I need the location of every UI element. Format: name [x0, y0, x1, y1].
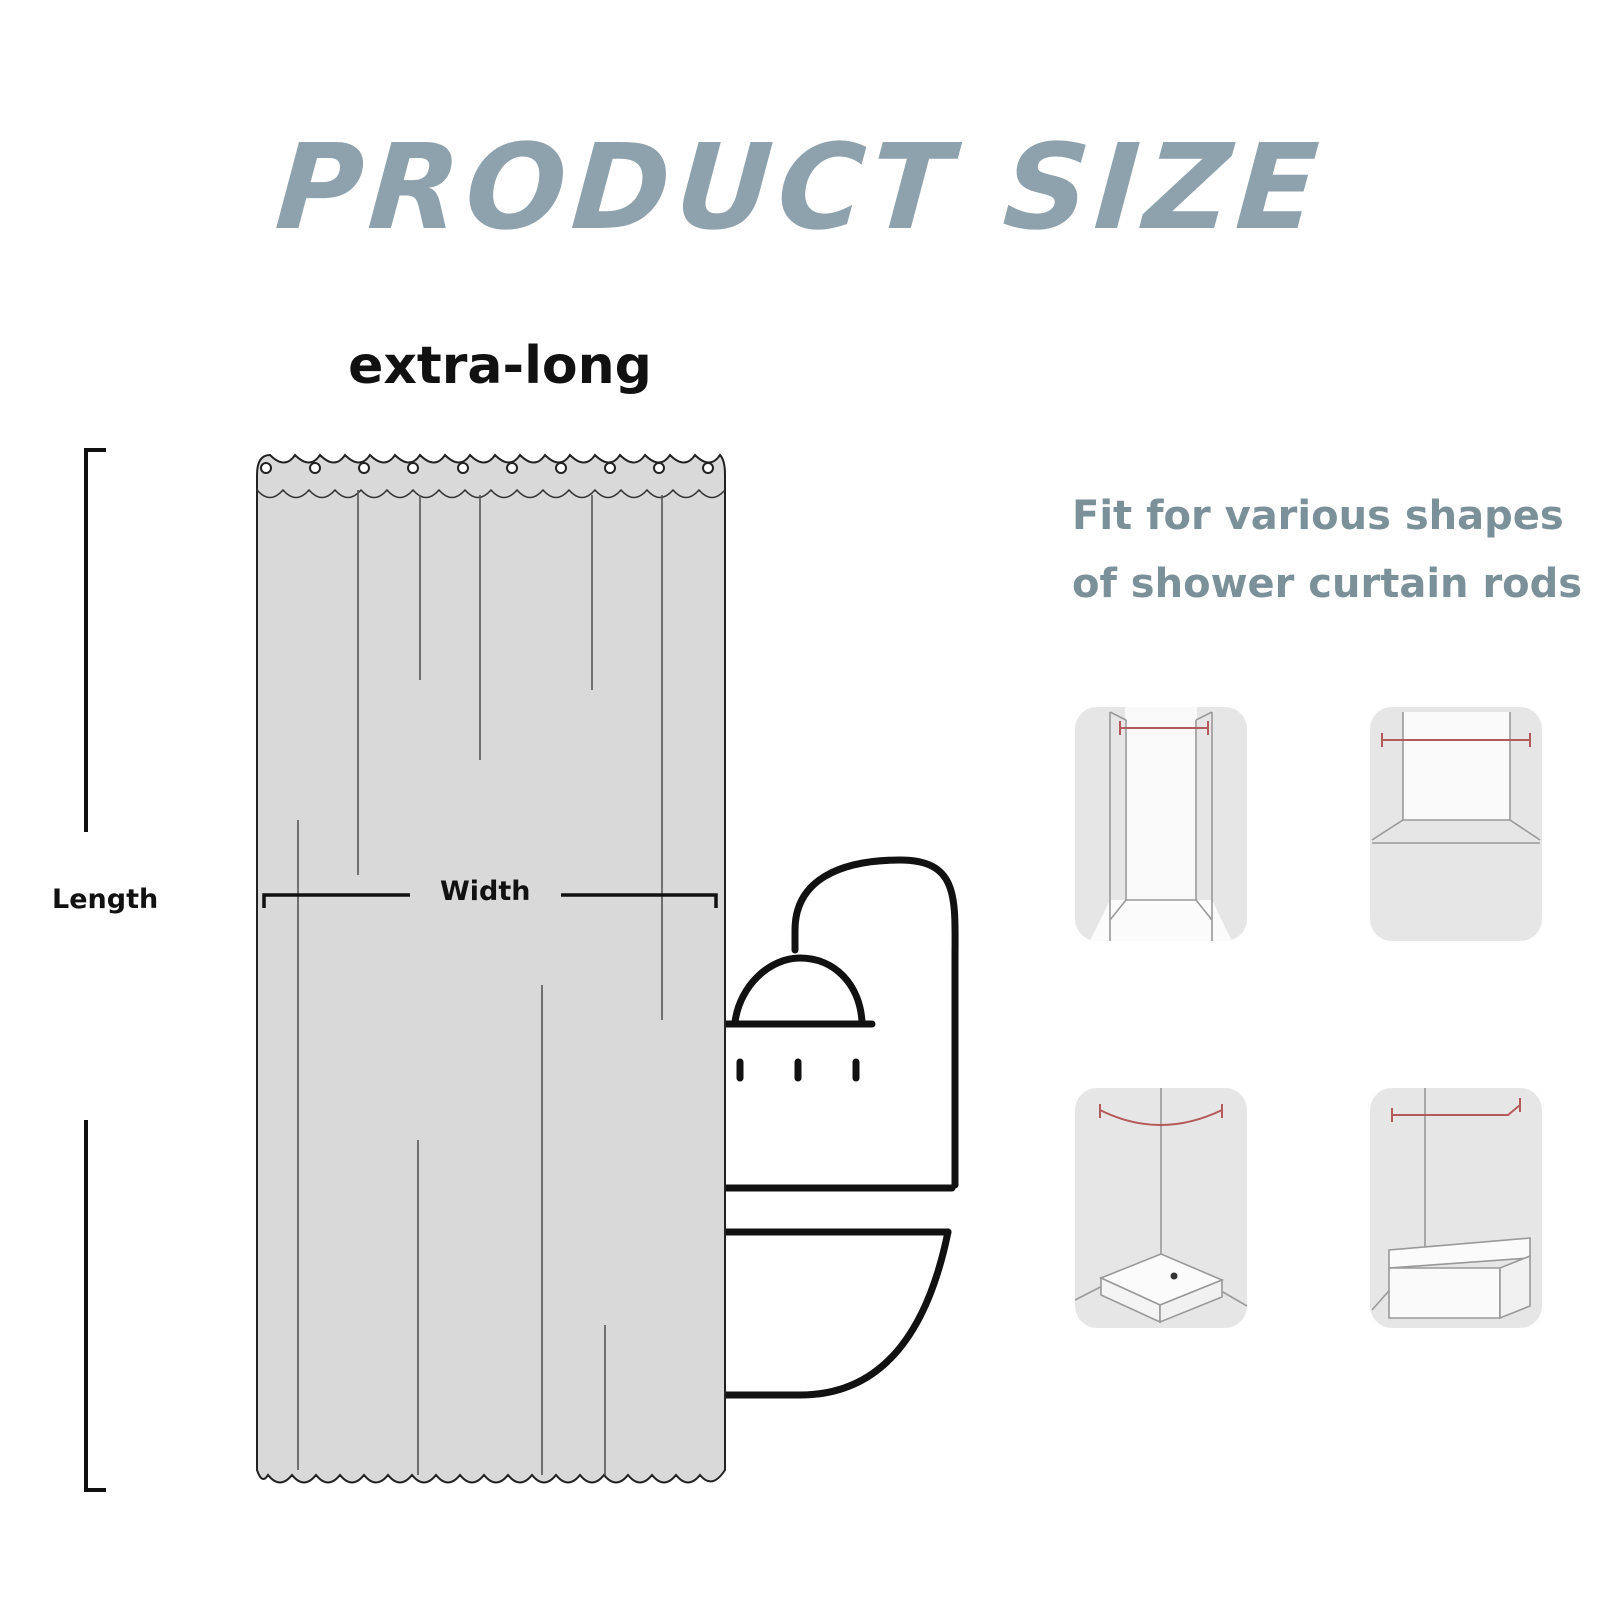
rod-shape-l-shaped: [1370, 1088, 1542, 1328]
shower-illustration: [718, 856, 959, 1399]
rod-shape-curved-corner: [1074, 1088, 1248, 1328]
width-bracket: [262, 893, 718, 908]
fit-note-line-2: of shower curtain rods: [1072, 561, 1583, 607]
fit-note-line-1: Fit for various shapes: [1072, 493, 1564, 539]
length-bracket: [84, 448, 106, 1492]
rod-shape-straight-tub: [1370, 707, 1542, 941]
variant-label: extra-long: [348, 336, 652, 396]
width-label: Width: [440, 876, 531, 907]
length-label: Length: [52, 884, 159, 915]
fit-note: Fit for various shapes of shower curtain…: [1072, 482, 1583, 618]
rod-shape-straight-alcove: [1075, 707, 1247, 941]
shower-curtain: [256, 453, 726, 1484]
